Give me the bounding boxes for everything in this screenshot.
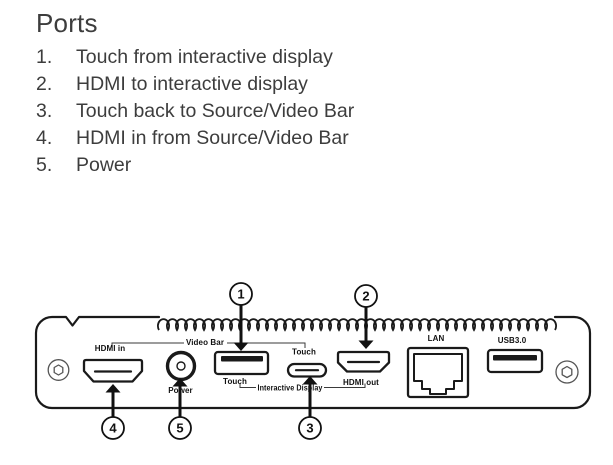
hdmi-in-port [82, 358, 144, 383]
ports-list: 1. Touch from interactive display 2. HDM… [36, 44, 354, 179]
hdmi-out-port [336, 350, 391, 373]
list-item-number: 2. [36, 73, 53, 95]
list-item-text: Touch back to Source/Video Bar [76, 100, 355, 122]
power-connector-pin [176, 361, 186, 371]
power-connector [165, 350, 197, 382]
list-item-text: HDMI in from Source/Video Bar [76, 127, 349, 149]
callout-number: 1 [237, 287, 244, 302]
screw-right-icon [555, 360, 579, 384]
video-bar-bracket [111, 342, 306, 348]
vent-coil [157, 318, 557, 332]
list-item-number: 3. [36, 100, 53, 122]
label-interactive-display: Interactive Display [258, 384, 323, 393]
callout-3: 3 [298, 416, 322, 440]
label-hdmi-in: HDMI in [95, 344, 125, 353]
usb3-port [486, 348, 544, 374]
list-item: 5. Power [36, 152, 354, 179]
list-item-text: Power [76, 154, 132, 176]
usb-a-touch-contact [221, 356, 263, 362]
list-item-number: 1. [36, 46, 53, 68]
callout-4: 4 [101, 416, 125, 440]
label-touch-usb-c: Touch [292, 348, 316, 357]
lan-port-inner [413, 353, 463, 395]
label-usb3: USB3.0 [498, 336, 527, 345]
ports-section: Ports 1. Touch from interactive display … [36, 8, 354, 179]
device-panel-outline [34, 315, 592, 410]
label-video-bar: Video Bar [186, 338, 224, 347]
list-item-number: 4. [36, 127, 53, 149]
label-touch-usb-a: Touch [223, 377, 247, 386]
callout-number: 4 [109, 421, 117, 436]
list-item: 4. HDMI in from Source/Video Bar [36, 125, 354, 152]
callout-number: 3 [306, 421, 313, 436]
lan-port [406, 346, 470, 399]
callout-5: 5 [168, 416, 192, 440]
list-item: 2. HDMI to interactive display [36, 71, 354, 98]
page-title: Ports [36, 8, 98, 38]
callout-2: 2 [354, 284, 378, 308]
interactive-display-bracket [239, 383, 366, 388]
list-item-number: 5. [36, 154, 53, 176]
usb-c-touch-port [286, 362, 328, 378]
callout-number: 5 [176, 421, 183, 436]
usb3-contact [493, 355, 537, 361]
label-hdmi-out: HDMI out [343, 378, 379, 387]
list-item-text: Touch from interactive display [76, 46, 333, 68]
list-item: 1. Touch from interactive display [36, 44, 354, 71]
list-item: 3. Touch back to Source/Video Bar [36, 98, 354, 125]
callout-number: 2 [362, 289, 369, 304]
label-lan: LAN [428, 334, 445, 343]
callout-1: 1 [229, 282, 253, 306]
usb-a-touch-port [213, 350, 270, 376]
list-item-text: HDMI to interactive display [76, 73, 308, 95]
screw-left-icon [47, 359, 70, 381]
